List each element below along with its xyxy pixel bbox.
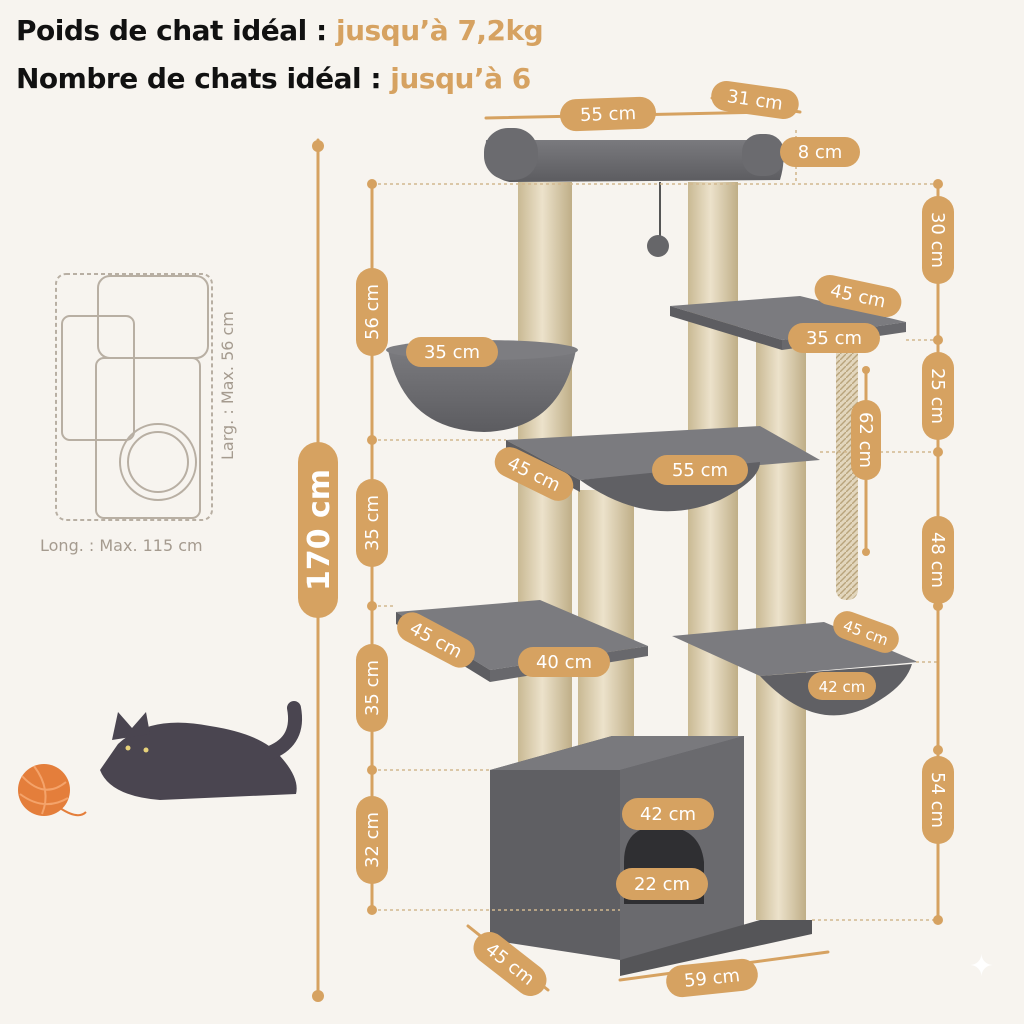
hanging-pompom — [647, 235, 669, 257]
sisal-rope — [836, 340, 858, 600]
svg-text:35 cm: 35 cm — [806, 328, 862, 349]
dim-rope: 62 cm — [851, 400, 881, 480]
dim-right-platform-d: 35 cm — [788, 323, 880, 353]
dim-hammock-top: 35 cm — [406, 337, 498, 367]
headline-cats-label: Nombre de chats idéal : — [16, 62, 382, 95]
svg-text:32 cm: 32 cm — [362, 812, 383, 868]
floor-area-icon — [55, 273, 213, 521]
headline-cats-value: jusqu’à 6 — [390, 62, 531, 95]
dim-right-30: 30 cm — [922, 196, 954, 284]
svg-text:56 cm: 56 cm — [362, 284, 383, 340]
dim-right-48: 48 cm — [922, 516, 954, 604]
svg-text:62 cm: 62 cm — [855, 412, 876, 468]
svg-text:35 cm: 35 cm — [424, 342, 480, 363]
dim-left-32: 32 cm — [356, 796, 388, 884]
svg-text:22 cm: 22 cm — [634, 874, 690, 895]
svg-text:42 cm: 42 cm — [640, 804, 696, 825]
condo-box — [490, 736, 812, 976]
dim-right-25: 25 cm — [922, 352, 954, 440]
svg-text:25 cm: 25 cm — [927, 368, 948, 424]
dim-total-height: 170 cm — [298, 442, 338, 618]
dim-right-54: 54 cm — [922, 756, 954, 844]
top-perch — [484, 128, 784, 257]
dim-lower-hammock-b: 42 cm — [808, 672, 876, 700]
dim-top-rim: 8 cm — [780, 137, 860, 167]
dim-box-width: 42 cm — [622, 798, 714, 830]
svg-text:35 cm: 35 cm — [362, 495, 383, 551]
dim-base-width: 59 cm — [666, 958, 758, 998]
dim-mid-hammock-w: 55 cm — [652, 455, 748, 485]
svg-text:40 cm: 40 cm — [536, 652, 592, 673]
svg-text:42 cm: 42 cm — [819, 678, 866, 696]
svg-text:55 cm: 55 cm — [672, 460, 728, 481]
headline-weight-label: Poids de chat idéal : — [16, 14, 327, 47]
svg-text:30 cm: 30 cm — [927, 212, 948, 268]
svg-text:8 cm: 8 cm — [798, 142, 843, 163]
svg-text:170 cm: 170 cm — [302, 469, 337, 591]
dim-left-56: 56 cm — [356, 268, 388, 356]
svg-text:48 cm: 48 cm — [927, 532, 948, 588]
headline-cats: Nombre de chats idéal : jusqu’à 6 — [16, 62, 531, 95]
dim-left-35a: 35 cm — [356, 479, 388, 567]
dim-door-width: 22 cm — [616, 868, 708, 900]
headline-weight: Poids de chat idéal : jusqu’à 7,2kg — [16, 14, 544, 47]
svg-text:54 cm: 54 cm — [927, 772, 948, 828]
floor-width-label: Larg. : Max. 56 cm — [218, 311, 237, 460]
dim-top-depth: 31 cm — [711, 80, 799, 120]
svg-text:35 cm: 35 cm — [362, 660, 383, 716]
guide-lines — [372, 130, 938, 921]
svg-text:55 cm: 55 cm — [580, 103, 637, 126]
dim-lower-platform-w: 40 cm — [518, 647, 610, 677]
yarn-ball-icon — [18, 764, 87, 817]
sleeping-cat-icon — [100, 701, 302, 800]
dim-top-width: 55 cm — [560, 96, 656, 132]
sparkle-icon: ✦ — [968, 949, 994, 984]
floor-length-label: Long. : Max. 115 cm — [40, 536, 203, 555]
headline-weight-value: jusqu’à 7,2kg — [335, 14, 544, 47]
dim-left-35b: 35 cm — [356, 644, 388, 732]
